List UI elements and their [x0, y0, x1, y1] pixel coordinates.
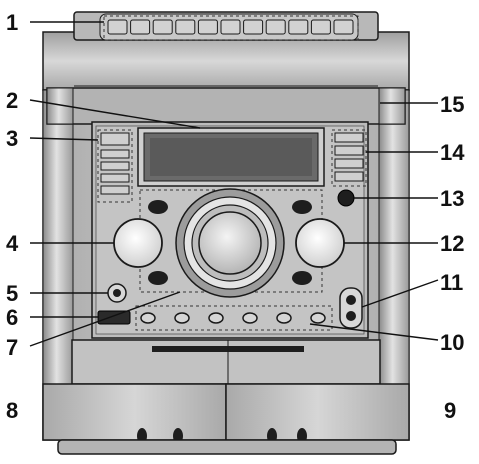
- transport-button[interactable]: [292, 200, 312, 214]
- tape-deck-keys[interactable]: [107, 19, 354, 35]
- tape-key[interactable]: [152, 19, 173, 35]
- display-window: [137, 127, 325, 187]
- callout-15: 15: [440, 92, 464, 117]
- callout-labels: 1 2 3 4 5 6 7 8 9 10 11 12 13 14 15: [6, 10, 465, 423]
- callout-4: 4: [6, 231, 19, 256]
- right-stack-outline: [331, 129, 367, 187]
- headphone-jack[interactable]: [107, 283, 127, 303]
- stack-button[interactable]: [334, 132, 364, 143]
- function-button[interactable]: [174, 312, 190, 324]
- callout-13: 13: [440, 186, 464, 211]
- right-button-stack[interactable]: [334, 132, 364, 182]
- tape-deck-keys-outline: [103, 15, 359, 41]
- function-button[interactable]: [140, 312, 156, 324]
- function-button[interactable]: [208, 312, 224, 324]
- callout-6: 6: [6, 305, 18, 330]
- top-band: [46, 87, 406, 125]
- right-knob[interactable]: [295, 218, 345, 268]
- callout-14: 14: [440, 140, 465, 165]
- stack-button[interactable]: [334, 158, 364, 169]
- transport-buttons[interactable]: [148, 200, 312, 285]
- callout-3: 3: [6, 126, 18, 151]
- right-door[interactable]: [225, 383, 410, 441]
- transport-button[interactable]: [148, 271, 168, 285]
- stack-button[interactable]: [100, 132, 130, 146]
- tape-key[interactable]: [265, 19, 286, 35]
- stack-button[interactable]: [334, 145, 364, 156]
- standby-button[interactable]: [337, 189, 355, 207]
- transport-button[interactable]: [148, 200, 168, 214]
- callout-7: 7: [6, 335, 18, 360]
- callout-10: 10: [440, 330, 464, 355]
- tape-key[interactable]: [175, 19, 196, 35]
- function-button[interactable]: [310, 312, 326, 324]
- stack-button[interactable]: [100, 185, 130, 195]
- tape-key[interactable]: [310, 19, 331, 35]
- function-row-outline: [135, 305, 333, 331]
- left-button-stack[interactable]: [100, 132, 130, 195]
- function-buttons-row[interactable]: [140, 312, 326, 324]
- function-button[interactable]: [242, 312, 258, 324]
- callout-1: 1: [6, 10, 18, 35]
- jog-dial[interactable]: [175, 188, 285, 298]
- usb-port[interactable]: [97, 310, 131, 325]
- stack-button[interactable]: [100, 173, 130, 183]
- input-jacks[interactable]: [339, 287, 363, 329]
- callout-5: 5: [6, 281, 18, 306]
- left-stack-outline: [97, 129, 133, 203]
- tape-key[interactable]: [107, 19, 128, 35]
- tape-key[interactable]: [288, 19, 309, 35]
- left-door[interactable]: [42, 383, 227, 441]
- callout-9: 9: [444, 398, 456, 423]
- callout-8: 8: [6, 398, 18, 423]
- callout-11: 11: [440, 270, 463, 295]
- stack-button[interactable]: [334, 171, 364, 182]
- lower-section: [42, 339, 410, 455]
- stack-button[interactable]: [100, 161, 130, 171]
- tape-key[interactable]: [220, 19, 241, 35]
- left-knob[interactable]: [113, 218, 163, 268]
- tape-key[interactable]: [197, 19, 218, 35]
- callout-2: 2: [6, 88, 18, 113]
- transport-button[interactable]: [292, 271, 312, 285]
- tape-key[interactable]: [243, 19, 264, 35]
- tape-key[interactable]: [333, 19, 354, 35]
- callout-12: 12: [440, 231, 464, 256]
- stack-button[interactable]: [100, 149, 130, 159]
- callout-leaders: [29, 21, 439, 347]
- tape-key[interactable]: [130, 19, 151, 35]
- function-button[interactable]: [276, 312, 292, 324]
